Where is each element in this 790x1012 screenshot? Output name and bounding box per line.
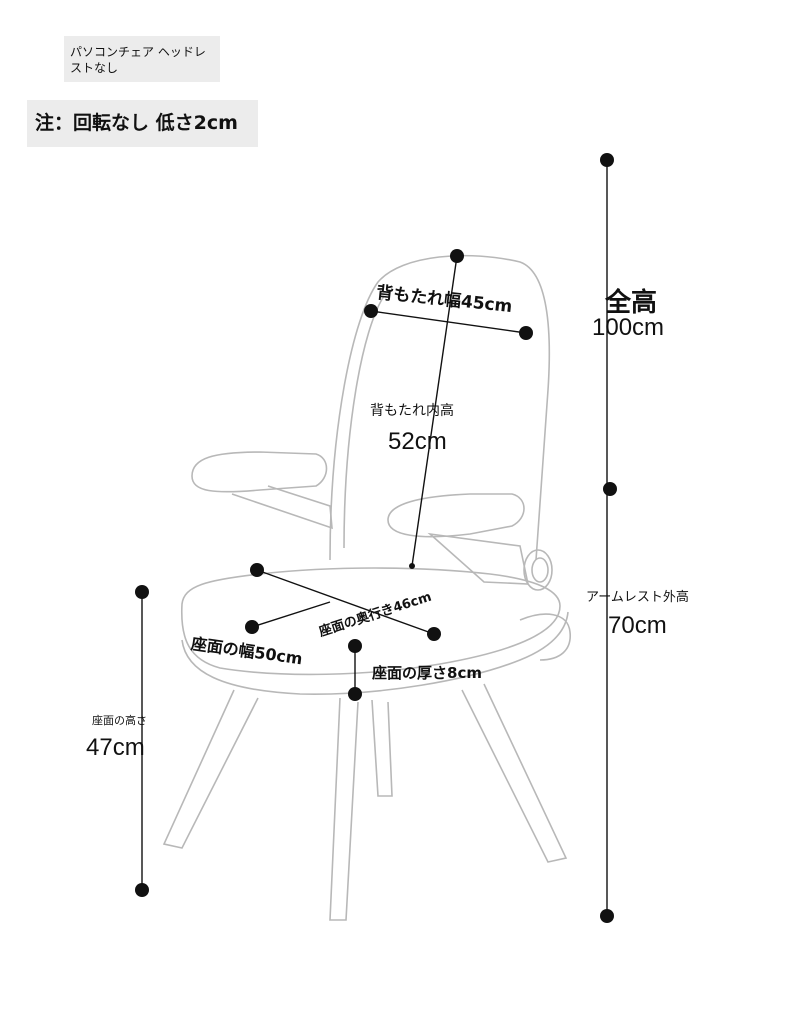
leg-back (371, 699, 393, 797)
leg-right (461, 683, 568, 863)
seat-width-line (251, 601, 331, 628)
seat-depth-line (256, 569, 435, 635)
overall-height-label: 全高 (605, 288, 658, 318)
measurement-lines (141, 160, 608, 916)
backrest-inner-height-line (411, 255, 458, 567)
marker-overall-top (600, 153, 614, 167)
seat-outline (180, 567, 561, 676)
seat-thickness-label: 座面の厚さ8cm (372, 664, 482, 682)
backrest-width-line (370, 310, 527, 334)
marker-seat-height-bottom (135, 883, 149, 897)
marker-seat-depth-front (427, 627, 441, 641)
leg-front-center (329, 697, 359, 921)
marker-seat-depth-back (250, 563, 264, 577)
marker-armrest-top (603, 482, 617, 496)
marker-seat-height-top (135, 585, 149, 599)
marker-overall-bottom (600, 909, 614, 923)
measurement-markers (135, 153, 617, 923)
marker-backrest-bottom (409, 563, 415, 569)
marker-backrest-right (519, 326, 533, 340)
armrest-height-label: アームレスト外高 (586, 590, 689, 605)
seat-height-value: 47cm (86, 734, 145, 761)
leg-front-left (162, 689, 259, 849)
backrest-inner-height-label: 背もたれ内高 (370, 403, 454, 419)
product-name-label: パソコンチェア ヘッドレストなし (64, 36, 220, 82)
marker-seat-width-left (245, 620, 259, 634)
left-armrest (191, 451, 328, 493)
backrest-inner-height-value: 52cm (388, 428, 447, 455)
right-armrest (387, 493, 525, 538)
overall-height-value: 100cm (592, 314, 665, 341)
marker-backrest-left (364, 304, 378, 318)
note-label: 注：回転なし 低さ2cm (27, 100, 258, 147)
chair-drawing (162, 254, 571, 921)
armrest-height-value: 70cm (608, 612, 667, 639)
backrest-outline (329, 254, 551, 561)
marker-backrest-top (450, 249, 464, 263)
marker-seat-thickness-bottom (348, 687, 362, 701)
marker-seat-thickness-top (348, 639, 362, 653)
seat-height-label: 座面の高さ (92, 714, 147, 727)
